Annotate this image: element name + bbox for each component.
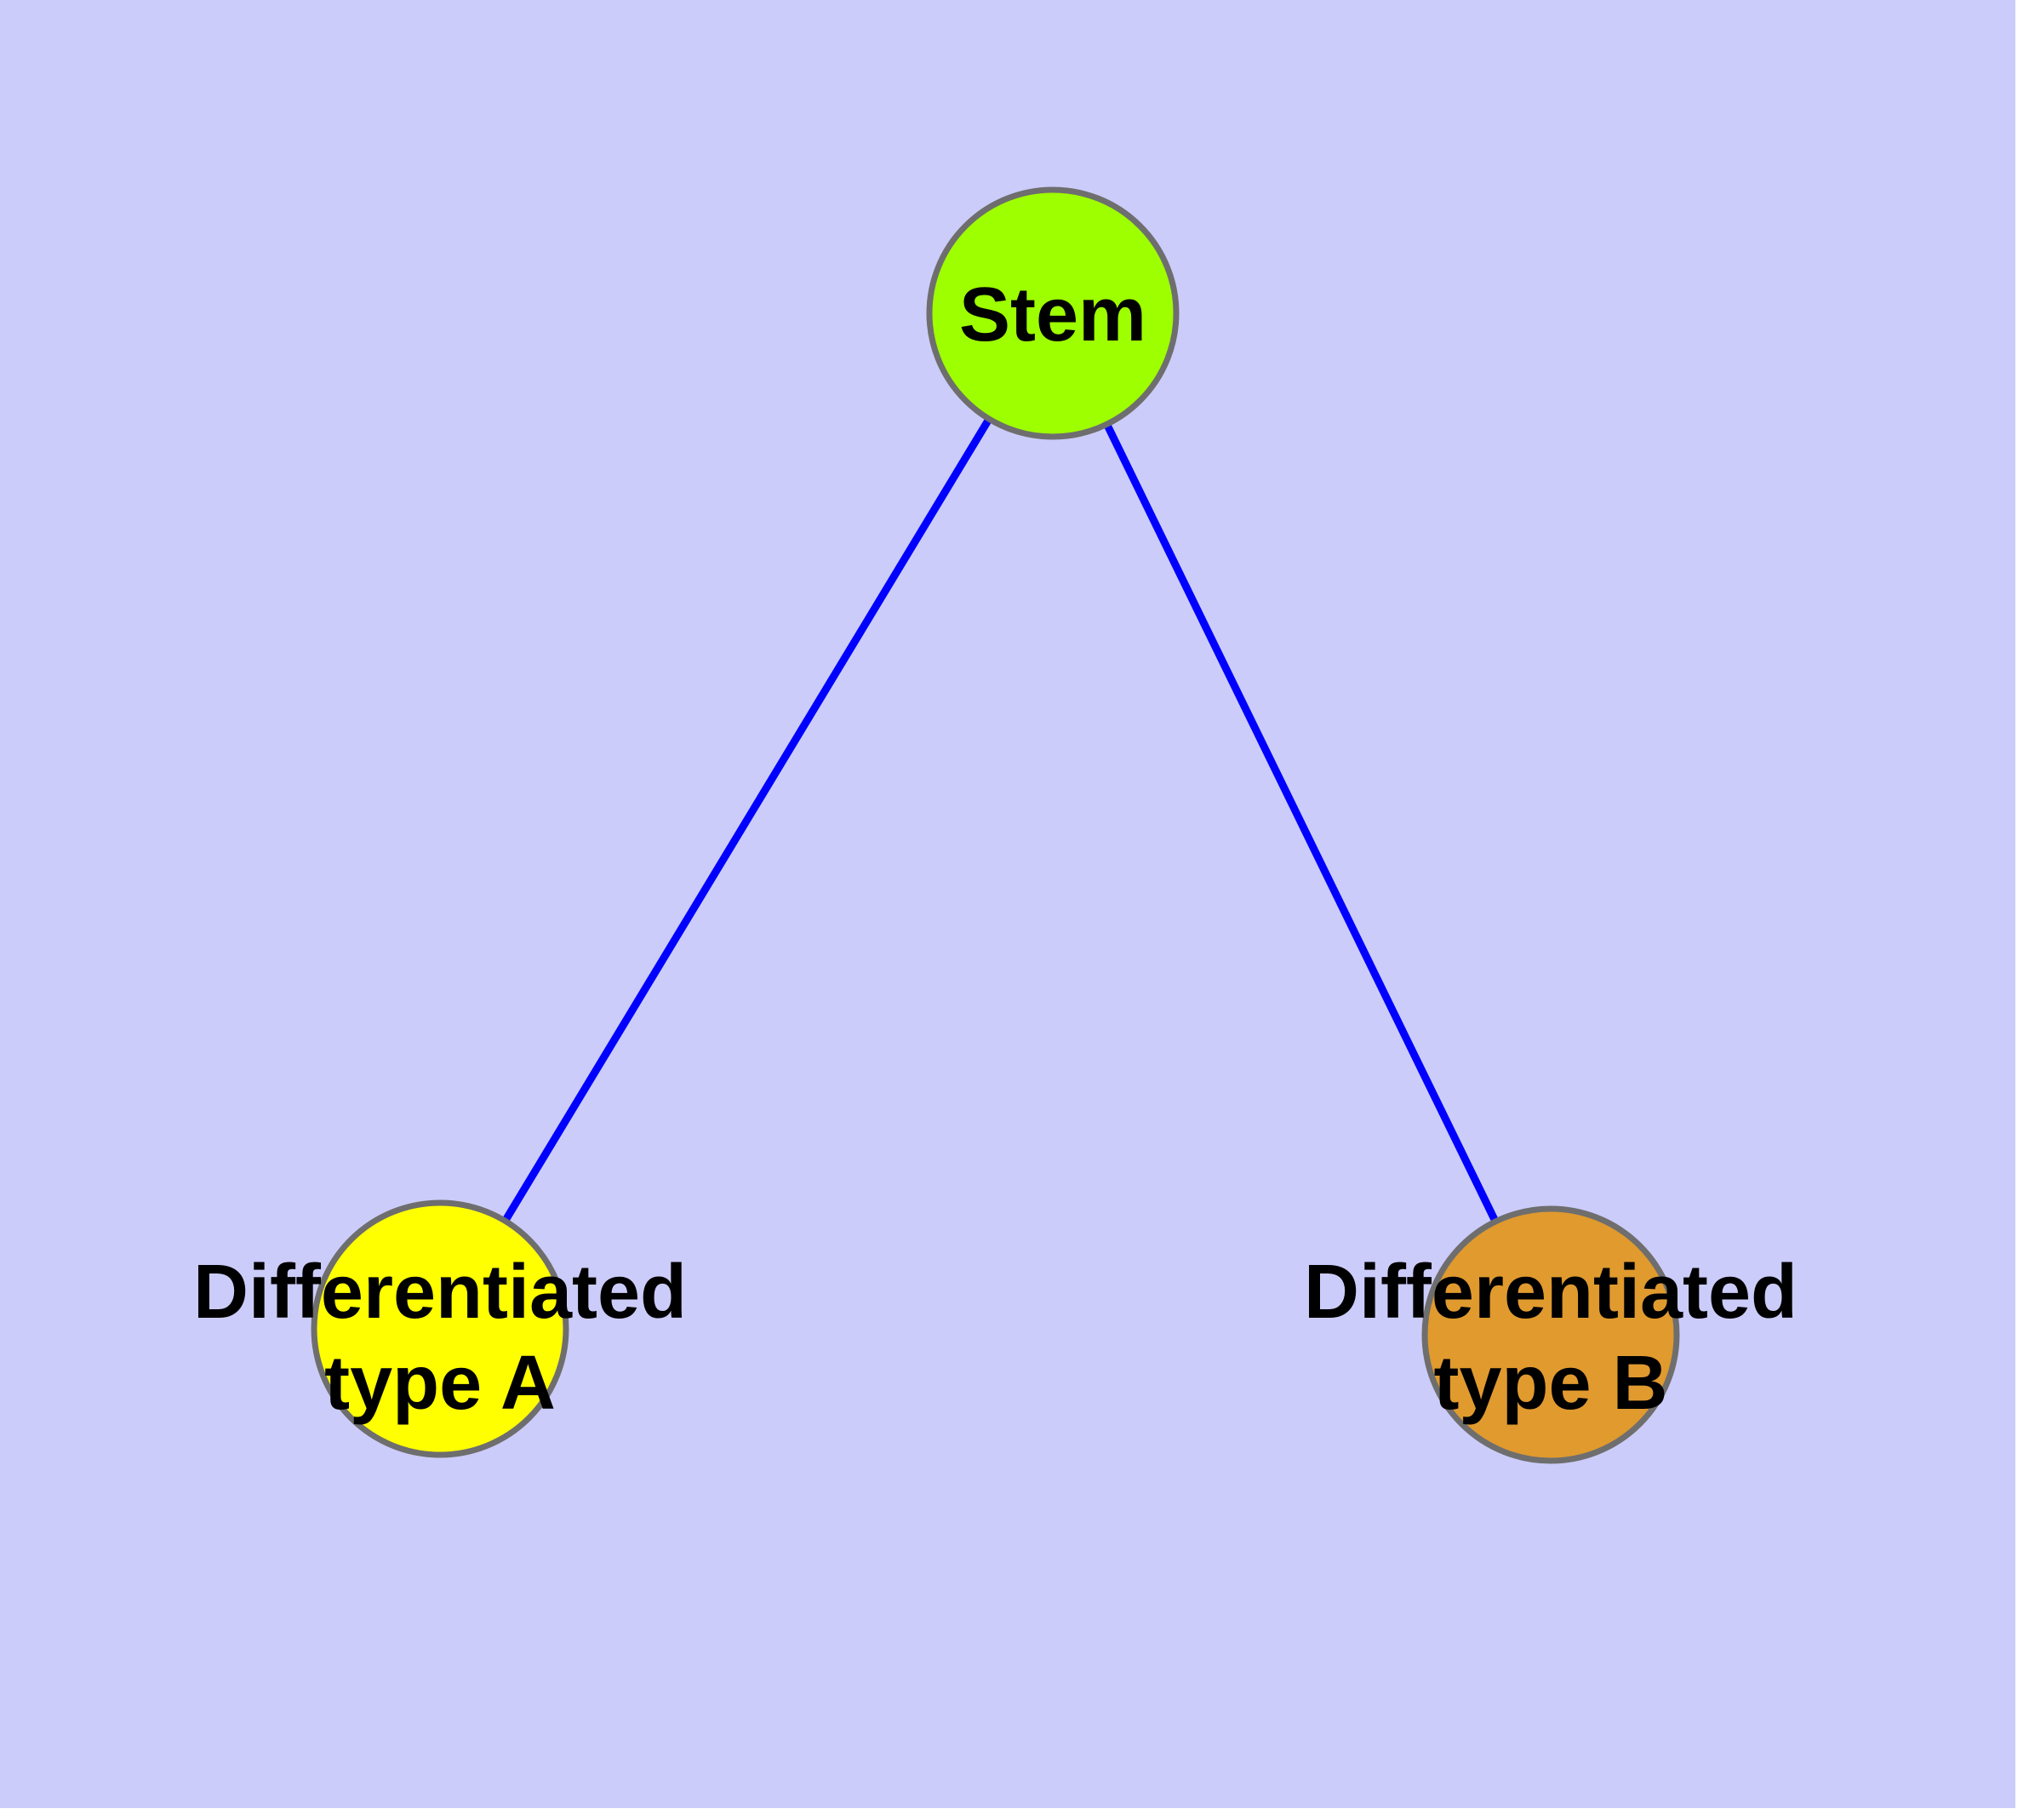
graph-node-stem[interactable] (926, 186, 1180, 440)
label-line: Stem (959, 272, 1146, 358)
graph-node-diff_a[interactable] (311, 1199, 569, 1458)
edges-layer (501, 416, 1500, 1223)
graph-edge-stem-to-diff_a (501, 416, 992, 1223)
graph-node-diff_b[interactable] (1421, 1205, 1680, 1464)
nodes-layer (311, 186, 1680, 1464)
label-line: Differentiated (193, 1250, 687, 1335)
graph-edge-stem-to-diff_b (1103, 422, 1500, 1223)
label-line: Differentiated (1304, 1250, 1798, 1335)
label-line: type A (324, 1341, 556, 1426)
label-line: type B (1433, 1341, 1667, 1426)
graph-node-label-stem: Stem (959, 272, 1146, 358)
